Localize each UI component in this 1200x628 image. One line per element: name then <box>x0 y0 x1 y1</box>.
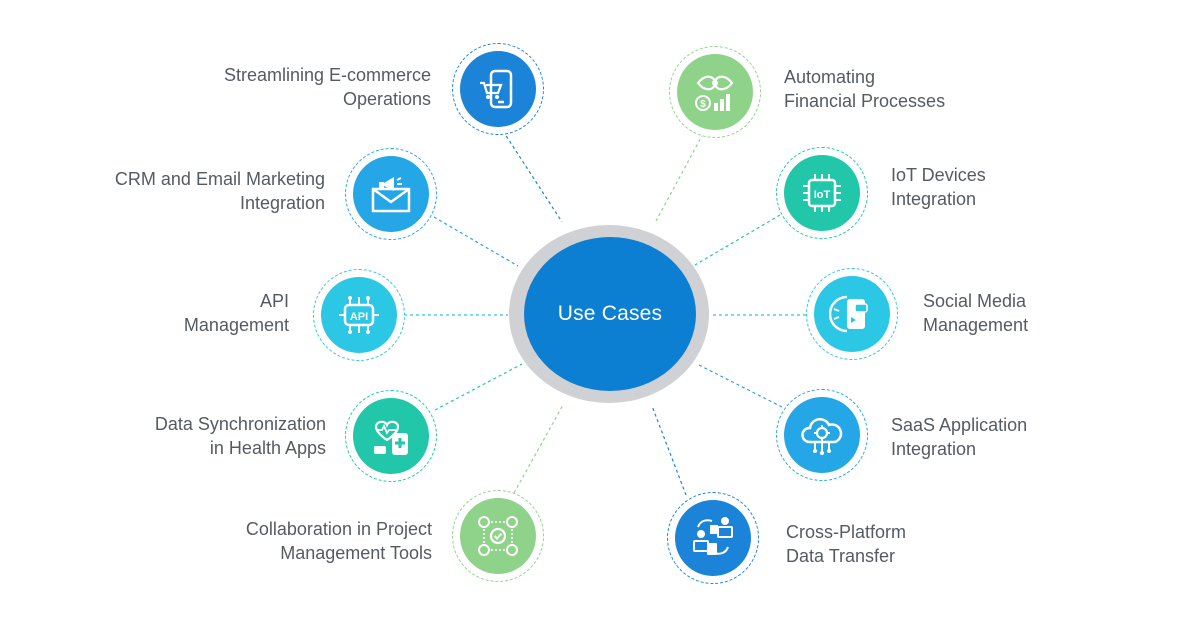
label-iot: IoT Devices Integration <box>891 163 1191 211</box>
svg-text:IoT: IoT <box>814 189 831 201</box>
label-social: Social Media Management <box>923 289 1200 337</box>
cloud-gear-icon <box>801 418 843 455</box>
connector-crm <box>433 216 519 267</box>
label-saas-line2: Integration <box>891 439 977 459</box>
center-hub: Use Cases <box>524 237 696 391</box>
connector-iot <box>694 214 781 266</box>
social-media-icon <box>829 295 868 333</box>
node-saas <box>776 389 868 481</box>
connector-collab <box>513 404 564 494</box>
connector-finance <box>655 133 704 222</box>
label-iot-line2: Integration <box>891 189 977 209</box>
label-health-line2: in Health Apps <box>209 438 326 458</box>
label-iot-line1: IoT Devices <box>891 165 986 185</box>
label-collab: Collaboration in Project Management Tool… <box>132 517 432 565</box>
label-crm-line1: CRM and Email Marketing <box>114 169 325 189</box>
label-saas-line1: SaaS Application <box>891 415 1028 435</box>
label-finance: Automating Financial Processes <box>784 65 1084 113</box>
label-social-line1: Social Media <box>923 291 1027 311</box>
label-health-line1: Data Synchronization <box>154 414 326 434</box>
label-ecommerce: Streamlining E-commerce Operations <box>131 63 431 111</box>
label-transfer-line2: Data Transfer <box>786 546 896 566</box>
node-crm <box>345 148 437 240</box>
node-social <box>806 268 898 360</box>
node-finance: $ <box>669 46 761 138</box>
node-api: API <box>313 269 405 361</box>
label-crm: CRM and Email Marketing Integration <box>25 167 325 215</box>
svg-text:$: $ <box>700 99 706 110</box>
iot-chip-icon: IoT <box>803 174 841 212</box>
node-collab <box>452 490 544 582</box>
finance-growth-icon: $ <box>695 75 734 111</box>
label-collab-line2: Management Tools <box>280 543 432 563</box>
team-collaboration-icon <box>478 516 518 556</box>
label-finance-line2: Financial Processes <box>784 91 946 111</box>
svg-text:API: API <box>350 311 368 323</box>
email-megaphone-icon <box>371 177 411 213</box>
connector-saas <box>696 363 783 408</box>
label-ecommerce-line2: Operations <box>342 89 431 109</box>
node-transfer <box>667 492 759 584</box>
label-health: Data Synchronization in Health Apps <box>26 412 326 460</box>
label-crm-line2: Integration <box>239 193 325 213</box>
label-collab-line1: Collaboration in Project <box>245 519 432 539</box>
center-hub-label: Use Cases <box>557 302 663 325</box>
api-chip-icon: API <box>339 296 379 334</box>
label-finance-line1: Automating <box>784 67 876 87</box>
data-transfer-icon <box>693 517 733 555</box>
label-transfer: Cross-Platform Data Transfer <box>786 520 1086 568</box>
node-health <box>345 390 437 482</box>
connector-transfer <box>651 405 687 496</box>
node-iot: IoT <box>776 147 868 239</box>
label-transfer-line1: Cross-Platform <box>786 522 907 542</box>
connector-health <box>434 363 523 411</box>
label-saas: SaaS Application Integration <box>891 413 1191 461</box>
health-app-icon <box>374 420 408 455</box>
connector-ecommerce <box>502 130 563 223</box>
mobile-cart-icon <box>480 69 513 109</box>
label-ecommerce-line1: Streamlining E-commerce <box>223 65 431 85</box>
label-api-line1: API <box>259 291 289 311</box>
label-api-line2: Management <box>183 315 289 335</box>
node-ecommerce <box>452 43 544 135</box>
label-api: API Management <box>0 289 289 337</box>
label-social-line2: Management <box>923 315 1029 335</box>
